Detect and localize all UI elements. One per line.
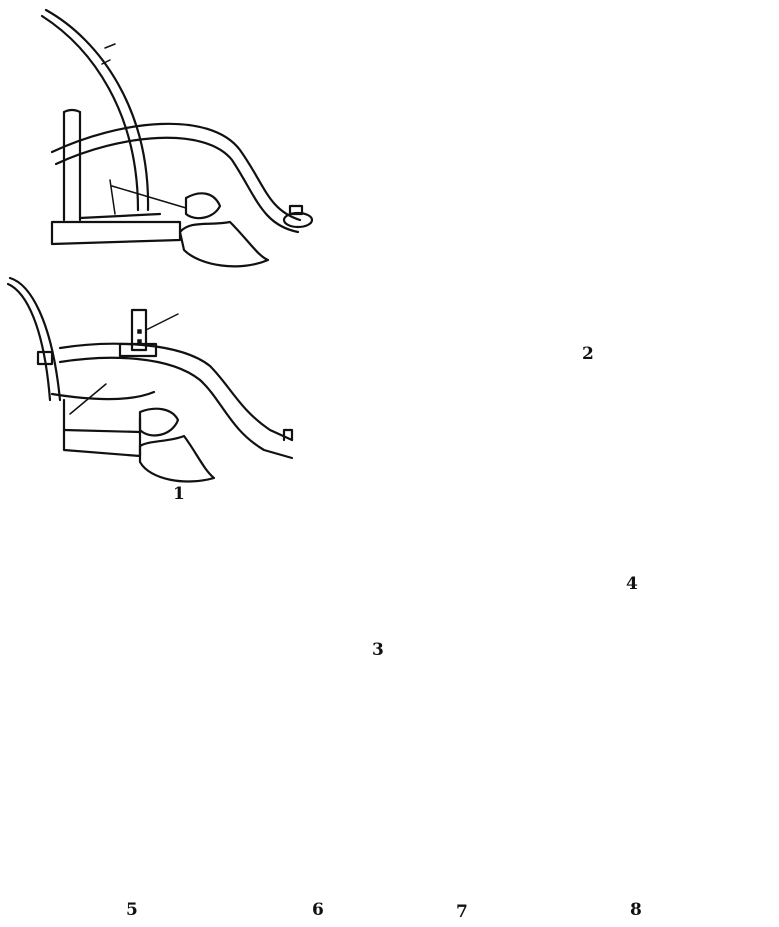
- plow-drawing-1a: [40, 8, 314, 268]
- figure-label-4: 4: [626, 574, 638, 594]
- figure-label-1: 1: [173, 484, 185, 504]
- figure-label-3: 3: [372, 640, 384, 660]
- figure-label-8: 8: [630, 900, 642, 920]
- plow-drawing-1b: [6, 276, 294, 483]
- figure-label-2: 2: [582, 344, 594, 364]
- figure-label-7: 7: [456, 902, 468, 922]
- figure-label-5: 5: [126, 900, 138, 920]
- figure-label-6: 6: [312, 900, 324, 920]
